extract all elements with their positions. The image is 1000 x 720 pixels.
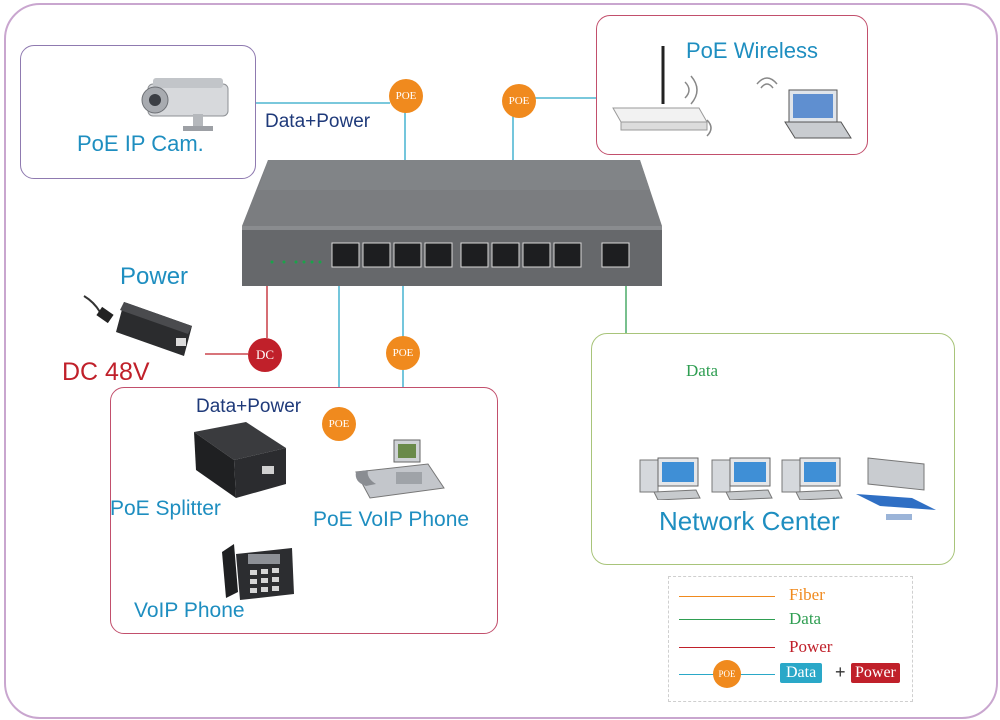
wireless-poe-badge: POE bbox=[502, 84, 536, 118]
phone-link-label: Data+Power bbox=[196, 396, 302, 417]
splitter-poe-badge: POE bbox=[322, 407, 356, 441]
outer-frame bbox=[4, 3, 998, 719]
wireless-label: PoE Wireless bbox=[686, 38, 819, 63]
camera-box: PoE IP Cam. bbox=[20, 45, 256, 179]
legend-power-tag: Power bbox=[851, 663, 900, 683]
legend-power-label: Power bbox=[789, 637, 833, 656]
legend-power-line bbox=[679, 647, 775, 648]
desk-phone-icon bbox=[222, 544, 294, 600]
splitter-label: PoE Splitter bbox=[110, 497, 221, 520]
legend-plus: + bbox=[835, 662, 846, 682]
dc-badge: DC bbox=[248, 338, 282, 372]
legend-fiber-label: Fiber bbox=[789, 585, 825, 604]
desk-phone-label: VoIP Phone bbox=[134, 599, 245, 622]
legend: Fiber Data Power POE Data + Power bbox=[668, 576, 913, 702]
network-center-box bbox=[591, 333, 955, 565]
voip-phone-icon bbox=[355, 439, 445, 499]
wireless-router-icon bbox=[612, 46, 712, 137]
dc-voltage-label: DC 48V bbox=[62, 358, 150, 386]
legend-data-line bbox=[679, 619, 775, 620]
network-data-label: Data bbox=[686, 361, 719, 380]
legend-data-label: Data bbox=[789, 609, 822, 628]
legend-poe-badge: POE bbox=[713, 660, 741, 688]
camera-label: PoE IP Cam. bbox=[77, 131, 204, 156]
camera-link-label: Data+Power bbox=[265, 111, 371, 132]
laptop-icon bbox=[756, 77, 852, 139]
power-label: Power bbox=[120, 263, 189, 290]
legend-fiber-line bbox=[679, 596, 775, 597]
poe-switch-icon bbox=[242, 160, 662, 286]
workstation-icon bbox=[781, 457, 843, 500]
workstation-icon bbox=[639, 457, 701, 500]
server-icon bbox=[856, 457, 936, 520]
phone-box bbox=[110, 387, 498, 634]
wireless-box: PoE Wireless bbox=[596, 15, 868, 155]
legend-data-tag: Data bbox=[780, 663, 823, 683]
voip-phone-label: PoE VoIP Phone bbox=[313, 508, 470, 531]
voip-poe-badge: POE bbox=[386, 336, 420, 370]
ip-camera-icon bbox=[141, 78, 229, 131]
power-adapter-icon bbox=[83, 295, 192, 356]
workstation-icon bbox=[711, 457, 773, 500]
network-center-label: Network Center bbox=[659, 506, 840, 536]
poe-splitter-icon bbox=[194, 422, 286, 498]
camera-poe-badge: POE bbox=[389, 79, 423, 113]
